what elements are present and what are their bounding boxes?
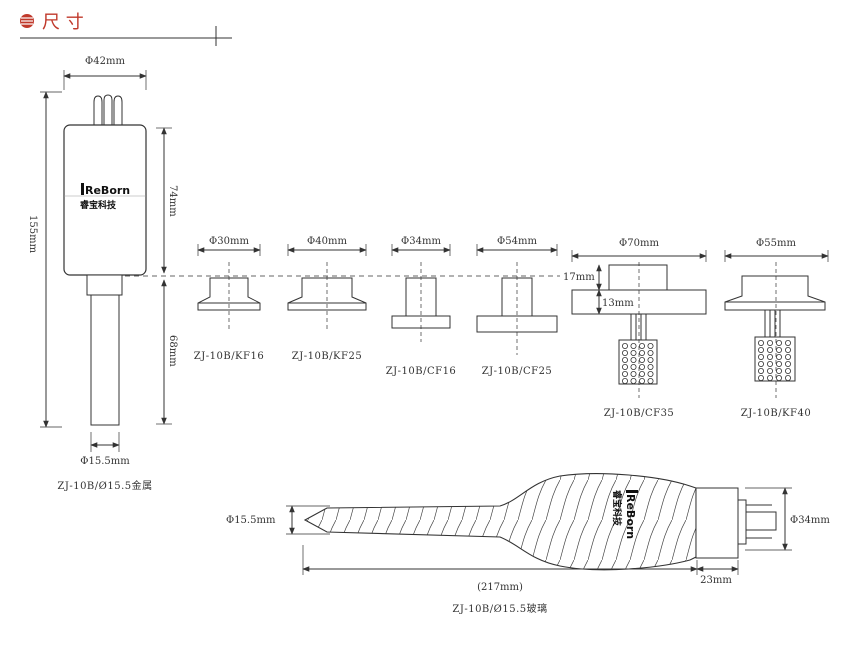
metal-probe-length: 68mm (167, 335, 178, 367)
connector-pin (785, 339, 792, 346)
sensor-glass-drawing: ReBorn 睿宝科技 (303, 473, 777, 571)
connector-pin (630, 356, 637, 363)
connector-pin (647, 377, 654, 384)
connector-pin (639, 349, 646, 356)
svg-text:ReBorn: ReBorn (85, 184, 130, 197)
glass-sensor-label: ZJ-10B/Ø15.5玻璃 (452, 602, 547, 615)
connector-pin (622, 370, 629, 377)
connector-pin (767, 346, 774, 353)
svg-text:ZJ-10B/CF16: ZJ-10B/CF16 (386, 366, 457, 377)
flange-cf16: Φ34mm ZJ-10B/CF16 (386, 236, 457, 377)
connector-pins-kf40 (758, 339, 792, 381)
connector-pin (647, 342, 654, 349)
connector-pin (639, 363, 646, 370)
connector-pin (622, 342, 629, 349)
connector-pin (622, 356, 629, 363)
glass-tip-diameter: Φ15.5mm (226, 515, 276, 526)
svg-text:13mm: 13mm (602, 298, 634, 309)
svg-text:Φ30mm: Φ30mm (209, 236, 249, 247)
metal-sensor-label: ZJ-10B/Ø15.5金属 (57, 479, 152, 492)
connector-pins-cf35 (622, 342, 654, 384)
connector-pin (785, 367, 792, 374)
connector-pin (758, 346, 765, 353)
connector-pin (767, 353, 774, 360)
connector-pin (647, 363, 654, 370)
connector-pin (758, 374, 765, 381)
reborn-logo: ReBorn 睿宝科技 (80, 183, 130, 211)
connector-pin (776, 367, 783, 374)
connector-pin (776, 339, 783, 346)
connector-pin (776, 374, 783, 381)
connector-pin (647, 356, 654, 363)
connector-pin (767, 367, 774, 374)
flange-kf25: Φ40mm ZJ-10B/KF25 (287, 236, 367, 362)
connector-pin (785, 346, 792, 353)
connector-pin (785, 360, 792, 367)
metal-total-length: 155mm (27, 215, 38, 254)
glass-base-length: 23mm (700, 575, 732, 586)
connector-pin (776, 360, 783, 367)
sensor-metal-drawing: ReBorn 睿宝科技 (63, 94, 147, 426)
connector-pin (776, 353, 783, 360)
svg-text:ReBorn: ReBorn (624, 494, 637, 539)
svg-text:睿宝科技: 睿宝科技 (611, 490, 623, 527)
connector-pin (758, 367, 765, 374)
svg-text:ZJ-10B/KF40: ZJ-10B/KF40 (741, 408, 811, 419)
metal-head-length: 74mm (167, 185, 178, 217)
connector-pin (758, 339, 765, 346)
glass-base-diameter: Φ34mm (790, 515, 830, 526)
svg-text:ZJ-10B/KF16: ZJ-10B/KF16 (194, 351, 264, 362)
glass-reborn-logo: ReBorn 睿宝科技 (611, 490, 638, 539)
svg-text:Φ70mm: Φ70mm (619, 238, 659, 249)
svg-text:睿宝科技: 睿宝科技 (80, 199, 117, 211)
connector-pin (630, 377, 637, 384)
connector-pin (639, 377, 646, 384)
flange-kf16: Φ30mm ZJ-10B/KF16 (194, 236, 264, 362)
glass-body-length: (217mm) (477, 582, 523, 593)
connector-pin (622, 349, 629, 356)
connector-pin (630, 370, 637, 377)
connector-pin (639, 342, 646, 349)
svg-text:Φ55mm: Φ55mm (756, 238, 796, 249)
header-bullet-icon (20, 14, 34, 28)
connector-pin (758, 353, 765, 360)
connector-pin (785, 374, 792, 381)
connector-pin (639, 356, 646, 363)
svg-text:ZJ-10B/CF35: ZJ-10B/CF35 (604, 408, 675, 419)
svg-text:ZJ-10B/KF25: ZJ-10B/KF25 (292, 351, 362, 362)
svg-text:Φ40mm: Φ40mm (307, 236, 347, 247)
connector-pin (767, 339, 774, 346)
flange-kf40: Φ55mm ZJ-10B/KF40 (724, 238, 829, 419)
connector-pin (647, 370, 654, 377)
section-header: 尺 寸 (20, 12, 232, 46)
connector-pin (767, 374, 774, 381)
metal-probe-diameter: Φ15.5mm (80, 456, 130, 467)
connector-pin (767, 360, 774, 367)
svg-text:Φ34mm: Φ34mm (401, 236, 441, 247)
connector-pin (776, 346, 783, 353)
connector-pin (647, 349, 654, 356)
flange-cf25: Φ54mm ZJ-10B/CF25 (476, 236, 558, 377)
connector-pin (785, 353, 792, 360)
svg-text:ZJ-10B/CF25: ZJ-10B/CF25 (482, 366, 553, 377)
connector-pin (630, 342, 637, 349)
svg-text:17mm: 17mm (563, 272, 595, 283)
connector-pin (639, 370, 646, 377)
connector-pin (622, 377, 629, 384)
flange-cf35: Φ70mm 17mm 13mm ZJ-10B/CF35 (563, 238, 707, 419)
connector-pin (630, 363, 637, 370)
connector-pin (758, 360, 765, 367)
section-title: 尺 寸 (42, 12, 84, 33)
connector-pin (622, 363, 629, 370)
connector-pin (630, 349, 637, 356)
metal-head-diameter: Φ42mm (85, 56, 125, 67)
svg-text:Φ54mm: Φ54mm (497, 236, 537, 247)
